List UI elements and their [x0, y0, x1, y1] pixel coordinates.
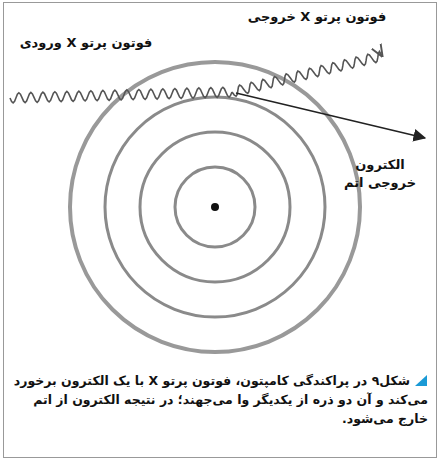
ejected-electron-arrow	[236, 93, 425, 138]
figure-caption: شکل۹ در پراکندگی کامپتون، فوتون پرتو X ب…	[12, 372, 428, 428]
nucleus-dot	[211, 203, 219, 211]
caption-marker	[414, 374, 428, 387]
caption-text: شکل۹ در پراکندگی کامپتون، فوتون پرتو X ب…	[14, 373, 428, 426]
incoming-photon-label: فوتون پرتو X ورودی	[6, 34, 166, 52]
atom-shells	[70, 62, 360, 352]
ejected-electron-label: الکترون خروجی اتم	[332, 156, 428, 191]
incoming-photon-wave	[10, 87, 232, 103]
outgoing-photon-label: فوتون پرتو X خروجی	[232, 8, 402, 26]
figure-frame	[4, 3, 437, 458]
outgoing-photon-wave	[232, 52, 382, 97]
